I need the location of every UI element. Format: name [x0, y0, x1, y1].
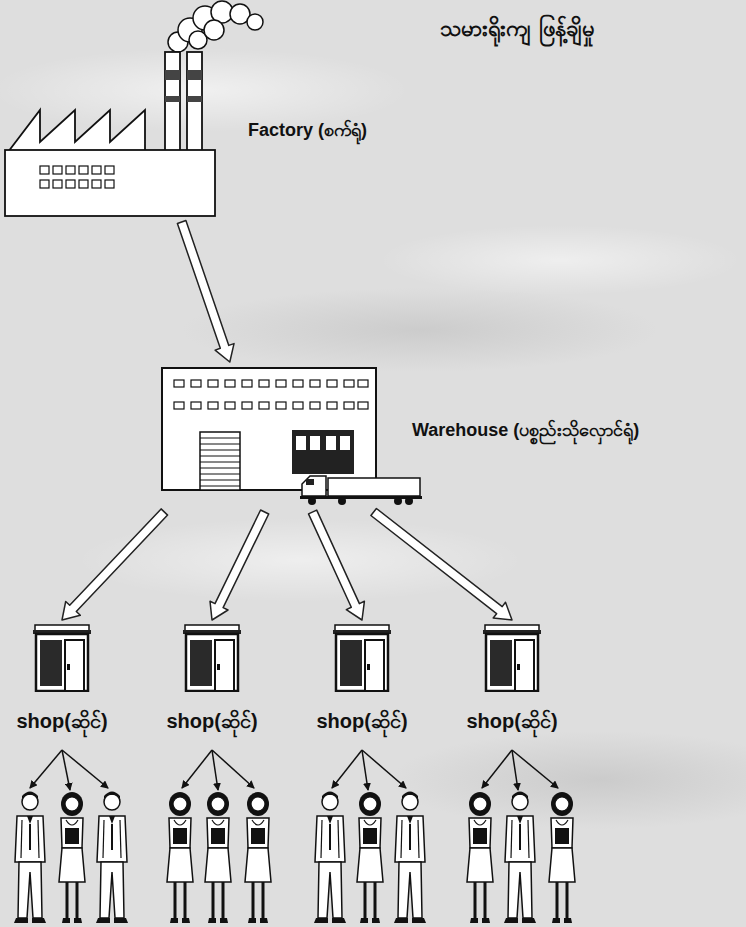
hollow-arrow [210, 510, 269, 620]
label-wrap: Warehouse (ပစ္စည်းသိုလှောင်ရုံ) [412, 418, 639, 445]
warehouse-node: Warehouse (ပစ္စည်းသိုလှောင်ရုံ) [160, 366, 378, 492]
shop-node: shop(ဆိုင်) [32, 624, 92, 692]
node-label: Factory (စက်ရုံ) [248, 120, 367, 140]
shop-node: shop(ဆိုင်) [182, 624, 242, 692]
node-label: shop(ဆိုင်) [166, 710, 257, 732]
label-wrap: shop(ဆိုင်) [466, 708, 557, 738]
factory-node: Factory (စက်ရုံ) [4, 50, 218, 218]
truck [300, 476, 422, 505]
label-wrap: shop(ဆိုင်) [316, 708, 407, 738]
hollow-arrow [177, 221, 234, 363]
customer-arrows [30, 750, 558, 790]
shop-icon [183, 625, 241, 691]
node-label: shop(ဆိုင်) [16, 710, 107, 732]
shop-node: shop(ဆိုင်) [482, 624, 542, 692]
node-label: shop(ဆိုင်) [466, 710, 557, 732]
shop-icon [33, 625, 91, 691]
warehouse-drawing [162, 368, 376, 490]
hollow-arrow [371, 509, 512, 621]
node-label: Warehouse (ပစ္စည်းသိုလှောင်ရုံ) [412, 420, 639, 440]
hollow-arrow [309, 510, 365, 620]
title-wrap: သမားရိုးကျ ဖြန့်ချိမှု [440, 14, 594, 47]
factory-drawing [5, 1, 263, 216]
label-wrap: shop(ဆိုင်) [16, 708, 107, 738]
node-label: shop(ဆိုင်) [316, 710, 407, 732]
shop-node: shop(ဆိုင်) [332, 624, 392, 692]
label-wrap: Factory (စက်ရုံ) [248, 118, 367, 145]
customers [14, 792, 575, 924]
label-wrap: shop(ဆိုင်) [166, 708, 257, 738]
shop-icon [483, 625, 541, 691]
shop-icon [333, 625, 391, 691]
diagram-title: သမားရိုးကျ ဖြန့်ချိမှု [440, 16, 594, 41]
hollow-arrow [62, 509, 168, 620]
